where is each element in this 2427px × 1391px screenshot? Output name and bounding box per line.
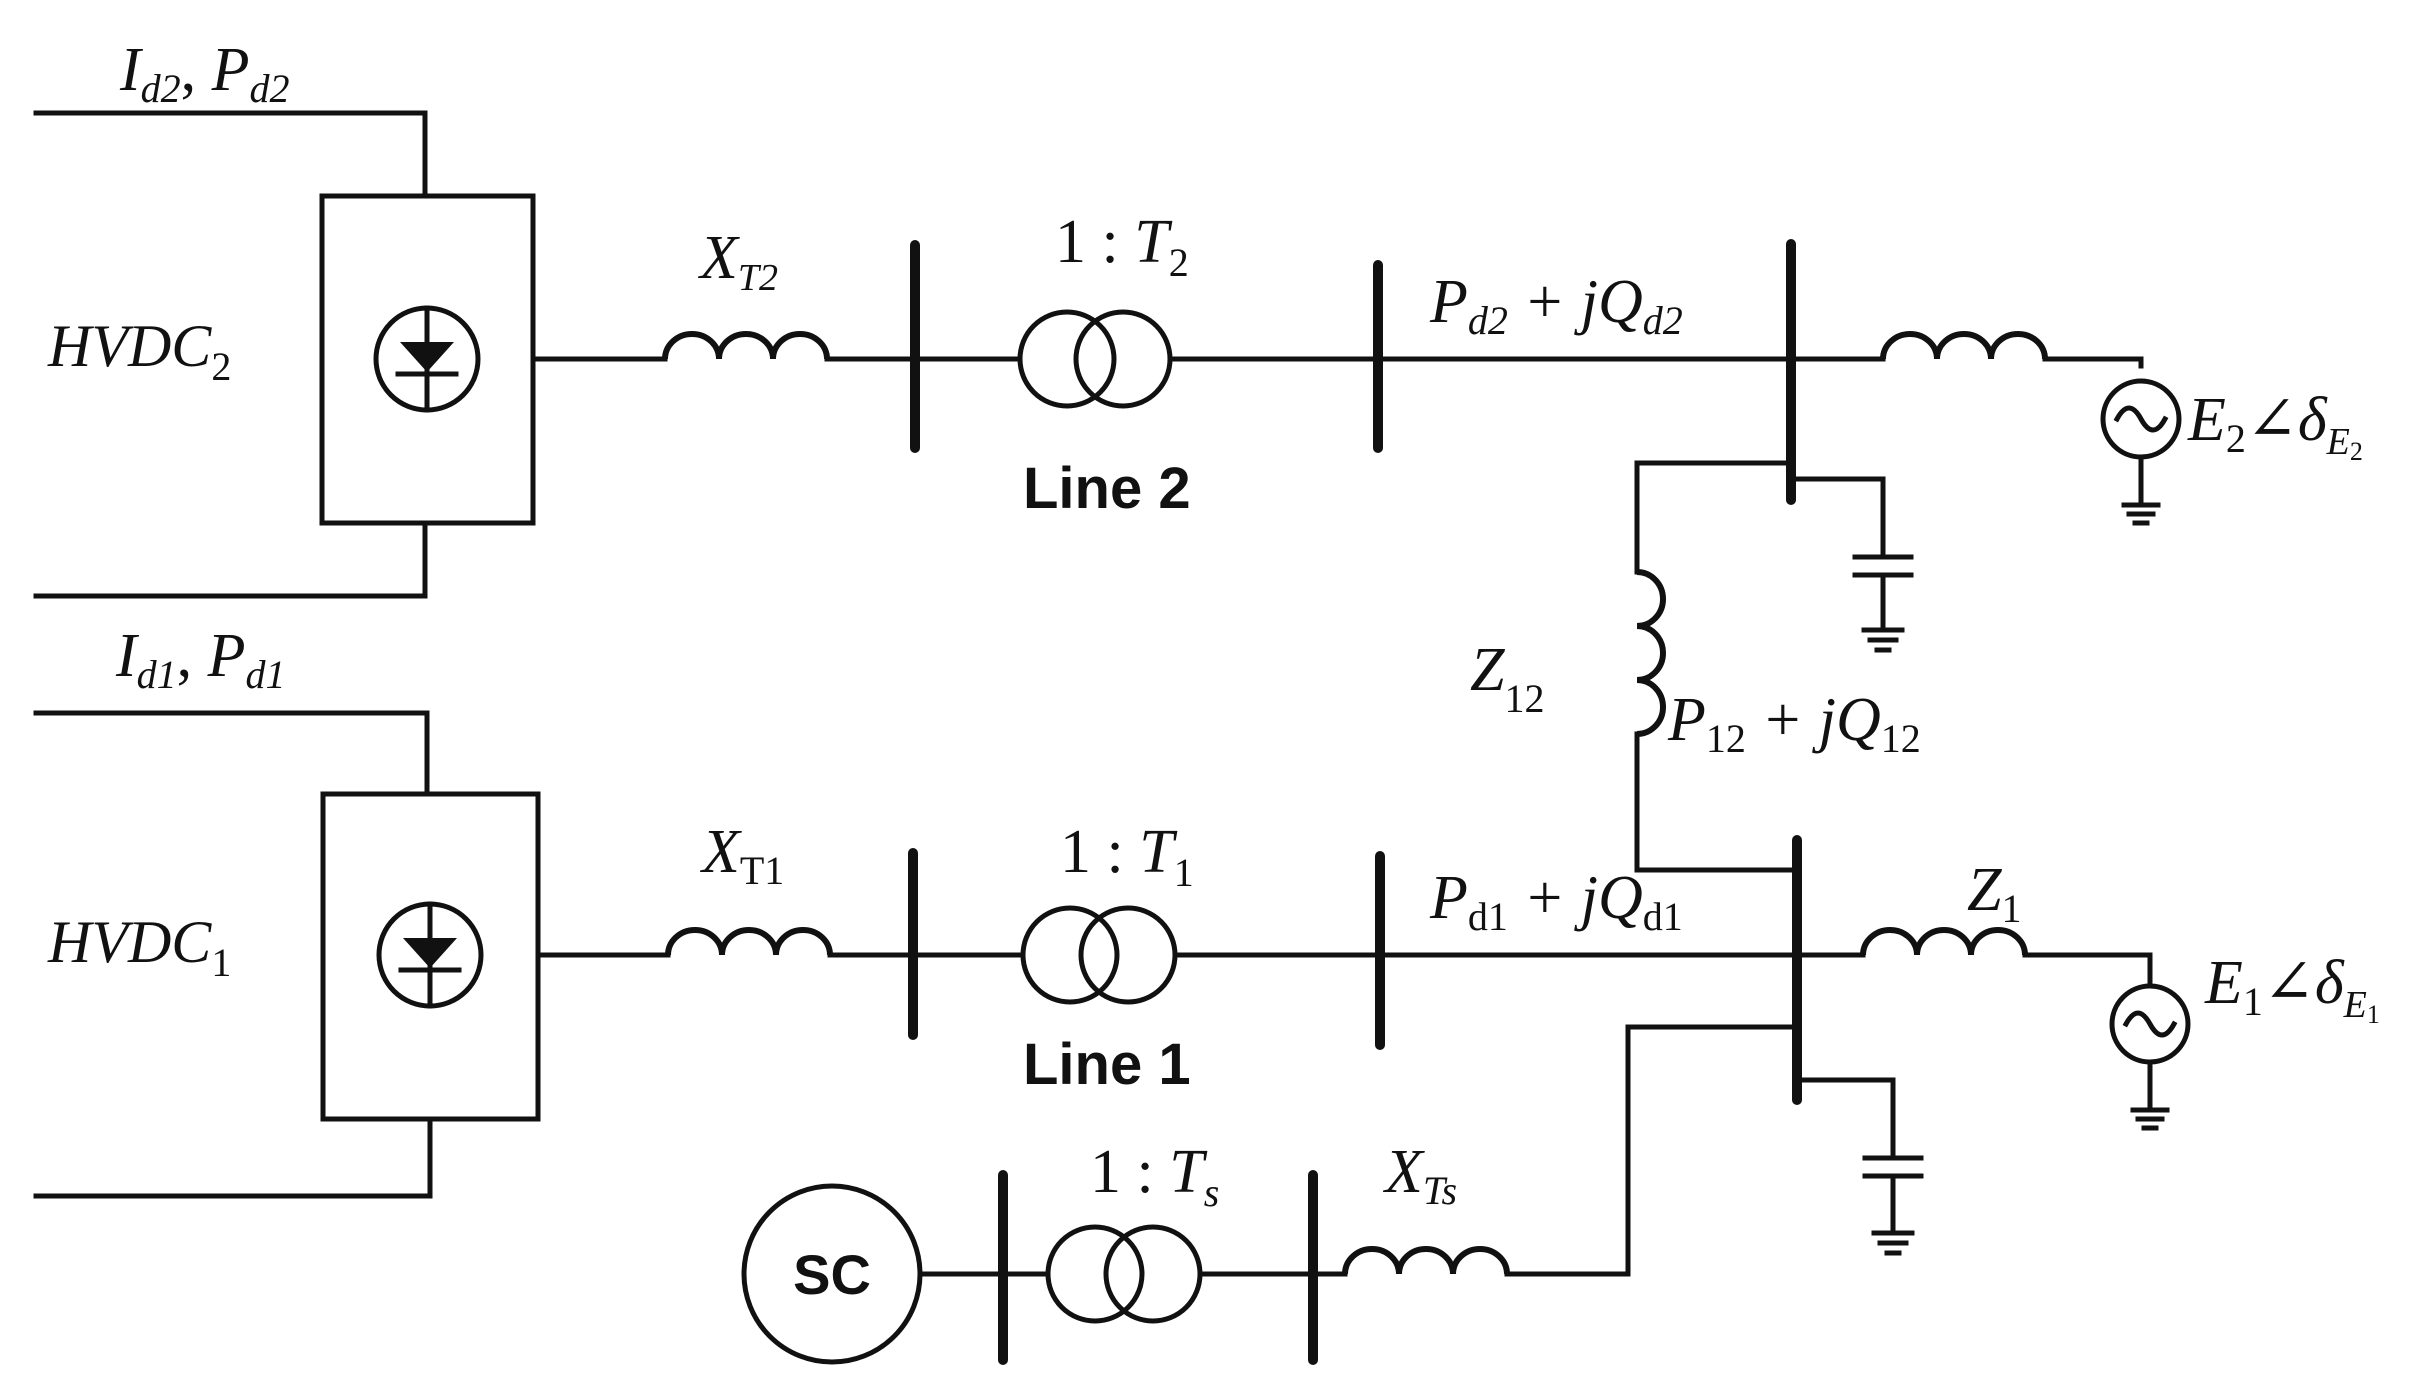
line1-reactance-coil	[665, 927, 833, 956]
hvdc1-thyristor-icon	[376, 901, 484, 1009]
line2-title: Line 2	[1023, 456, 1191, 521]
tie-flow-label: P12 + jQ12	[1667, 686, 1921, 761]
line1-ac-source-icon	[2109, 983, 2191, 1131]
line1-transformer-label: 1 : T1	[1060, 818, 1194, 895]
line1-title: Line 1	[1023, 1032, 1191, 1097]
sc-reactance-coil	[1342, 1246, 1510, 1275]
hvdc2-dc-label: Id2, Pd2	[119, 36, 290, 111]
sc-label: SC	[793, 1243, 871, 1306]
line1-impedance-coil	[1860, 927, 2028, 956]
sc-transformer-icon	[1045, 1224, 1203, 1324]
line2-reactance-coil	[662, 331, 830, 360]
line2-ac-source-icon	[2100, 378, 2182, 526]
sc-transformer-label: 1 : Ts	[1090, 1138, 1219, 1215]
hvdc1-dc-line-top	[33, 710, 430, 797]
tie-impedance-label: Z12	[1470, 636, 1544, 721]
line1-impedance-label: Z1	[1967, 856, 2021, 931]
line2-source-coil	[1880, 331, 2048, 360]
line1-transformer-icon	[1020, 905, 1178, 1005]
line1-source-label: E1∠δE1	[2204, 949, 2380, 1029]
line2-source-label: E2∠δE2	[2187, 386, 2363, 466]
line2-circuit	[530, 239, 2182, 653]
hvdc2-label: HVDC2	[47, 313, 231, 389]
line1-circuit	[535, 835, 2191, 1256]
hvdc2-dc-line-bottom	[33, 520, 428, 599]
tie-impedance-coil	[1636, 569, 1666, 737]
hvdc1-dc-label: Id1, Pd1	[115, 622, 286, 697]
hvdc1-dc-line-bottom	[33, 1116, 433, 1199]
line2-transformer-icon	[1017, 309, 1173, 409]
sc-branch	[741, 1024, 1800, 1365]
line1-flow-label: Pd1 + jQd1	[1429, 864, 1683, 939]
line2-shunt-capacitor-icon	[1788, 476, 1914, 653]
hvdc2-dc-line-top	[33, 110, 428, 199]
tie-line	[1634, 460, 1800, 873]
line2-reactance-label: XT2	[697, 224, 778, 299]
line1-reactance-label: XT1	[699, 818, 784, 893]
hvdc2-thyristor-icon	[373, 305, 481, 413]
hvdc1-label: HVDC1	[47, 909, 231, 985]
line2-flow-label: Pd2 + jQd2	[1429, 268, 1683, 343]
sc-reactance-label: XTs	[1382, 1138, 1457, 1213]
line1-shunt-capacitor-icon	[1794, 1077, 1924, 1256]
line2-transformer-label: 1 : T2	[1055, 208, 1189, 285]
